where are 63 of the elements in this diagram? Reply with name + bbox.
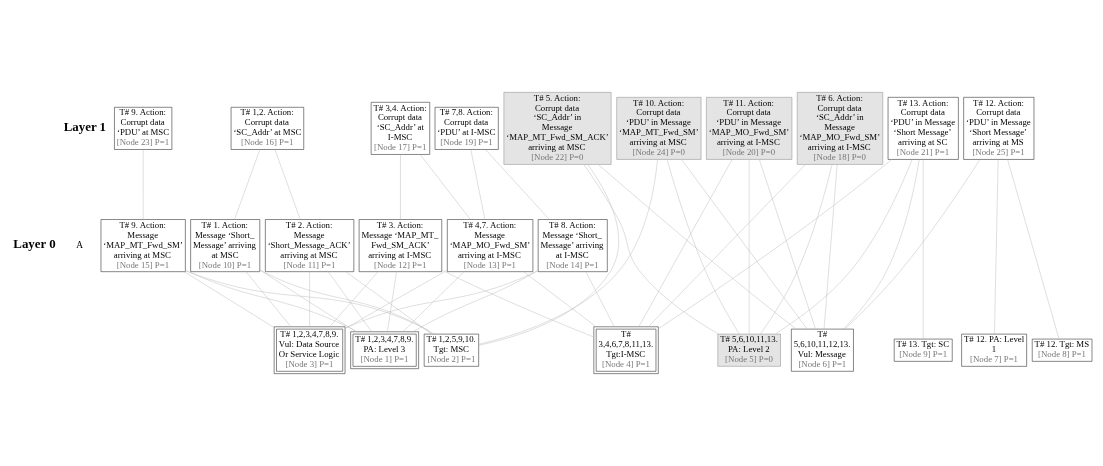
node-box: T# 11. Action: Corrupt data ‘PDU’ in Message ‘MAP_MO_Fwd_SM’ arriving at I-MSC [Node 20] P=0: [706, 97, 793, 160]
label: A: [76, 239, 84, 250]
node-box: T# 1,2,5,9,10. Tgt: MSC [Node 2] P=1: [423, 333, 479, 367]
connector: [387, 271, 397, 332]
connector: [681, 159, 808, 330]
node-box: T# 3. Action: Message ‘MAP_MT_ Fwd_SM_ACK’ arriving at I-MSC [Node 12] P=1: [358, 219, 443, 272]
connector: [344, 270, 448, 329]
connector: [598, 164, 797, 330]
connector: [994, 159, 999, 335]
connector: [1007, 159, 1060, 340]
connector: [478, 164, 619, 346]
connector: [843, 159, 920, 330]
node-box: T# 12. Tgt: MS [Node 8] P=1: [1031, 338, 1093, 362]
node-box: T# 12. Action: Corrupt data ‘PDU’ in Message ‘Short Message’ arriving at MS [Node 25] P=1: [963, 97, 1035, 160]
node-box: T# 6. Action: Corrupt data ‘SC_Addr’ in Message ‘MAP_MO_Fwd_SM’ arriving at I-MSC [Node 18] P=0: [796, 92, 884, 165]
connector: [823, 164, 838, 330]
connector: [759, 159, 816, 330]
connector: [345, 270, 539, 329]
connector: [345, 271, 432, 335]
node-box: T# 3,4. Action: Corrupt data ‘SC_Addr’ at I-MSC [Node 17] P=1: [370, 102, 431, 155]
node-box: T# 1. Action: Message ‘Short_ Message’ arriving at MSC [Node 10] P=1: [190, 219, 261, 272]
connector: [485, 149, 550, 220]
connector: [523, 271, 597, 327]
connector: [420, 154, 471, 220]
connector: [185, 270, 358, 332]
node-box: T# 5,6,10,11,12,13. Vul: Message [Node 6] P=1: [791, 328, 854, 372]
connector: [760, 164, 833, 335]
node-box: T# 7,8. Action: Corrupt data ‘PDU’ at I-MSC [Node 19] P=1: [434, 107, 499, 150]
node-box: T# 4,7. Action: Message ‘MAP_MO_Fwd_SM’ arriving at I-MSC [Node 13] P=1: [447, 219, 534, 272]
connector: [585, 271, 615, 327]
connector: [470, 149, 486, 220]
label: Layer 0: [13, 237, 56, 252]
node-box: T# 5,6,10,11,13. PA: Level 2 [Node 5] P=0: [717, 333, 781, 367]
connector: [402, 271, 465, 332]
connector: [185, 270, 434, 335]
connector: [658, 159, 892, 329]
node-box: T# 8. Action: Message ‘Short_ Message’ arriving at I-MSC [Node 14] P=1: [537, 219, 608, 272]
node-box: T# 2. Action: Message ‘Short_Message_ACK’ arriving at MSC [Node 11] P=1: [265, 219, 355, 272]
connector: [245, 271, 292, 327]
node-box: T# 1,2. Action: Corrupt data ‘SC_Addr’ at MSC [Node 16] P=1: [230, 107, 305, 150]
connector: [259, 269, 357, 332]
connector: [583, 164, 719, 335]
node-box: T# 10. Action: Corrupt data ‘PDU’ in Message ‘MAP_MT_Fwd_SM’ arriving at MSC [Node 24] P=0: [616, 97, 702, 160]
connector: [184, 271, 275, 328]
connector: [844, 159, 981, 330]
connector: [666, 159, 740, 335]
connector: [648, 164, 806, 327]
node-box: T# 9. Action: Corrupt data ‘PDU’ at MSC [Node 23] P=1: [114, 107, 173, 150]
connector: [327, 271, 372, 332]
connector: [329, 271, 379, 327]
node-box: T# 5. Action: Corrupt data ‘SC_Addr’ in Message ‘MAP_MT_Fwd_SM_ACK’ arriving at MSC [Node 22] P=0: [503, 92, 612, 165]
node-box: T# 12. PA: Level 1 [Node 7] P=1: [961, 333, 1027, 367]
connector: [478, 159, 658, 345]
connector: [638, 159, 733, 327]
connector: [775, 159, 913, 335]
connector: [234, 149, 261, 220]
node-box: T# 9. Action: Message ‘MAP_MT_Fwd_SM’ arriving at MSC [Node 15] P=1: [100, 219, 186, 272]
connector: [441, 269, 594, 338]
connector: [259, 270, 434, 335]
node-box: T# 13. Action: Corrupt data ‘PDU’ in Message ‘Short Message’ arriving at SC [Node 21] P=1: [887, 97, 959, 160]
node-box: T# 13. Tgt: SC [Node 9] P=1: [893, 338, 953, 362]
connector: [274, 149, 301, 220]
label: Layer 1: [63, 120, 107, 135]
